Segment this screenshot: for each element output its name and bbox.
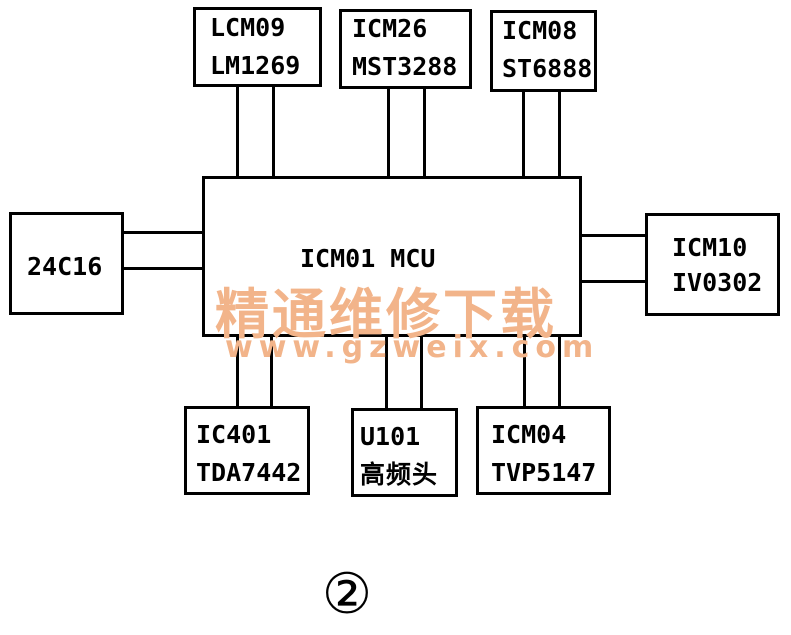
icm26-label-2: MST3288 bbox=[352, 52, 458, 81]
icm10-block bbox=[645, 213, 780, 316]
icm04-block bbox=[476, 406, 611, 495]
icm26-label-1: ICM26 bbox=[352, 14, 428, 43]
icm26-block bbox=[339, 9, 472, 89]
ic401-label-1: IC401 bbox=[196, 420, 272, 449]
watermark-url: www.gzweix.com bbox=[225, 330, 600, 365]
mcu-label: ICM01 MCU bbox=[300, 244, 436, 273]
wire-u101-b bbox=[420, 335, 423, 411]
lcm09-label-1: LCM09 bbox=[210, 13, 286, 42]
icm08-label-2: ST6888 bbox=[502, 54, 593, 83]
icm04-label-2: TVP5147 bbox=[491, 458, 597, 487]
eeprom-24c16-block bbox=[9, 212, 124, 315]
icm08-label-1: ICM08 bbox=[502, 16, 578, 45]
wire-24c16-b bbox=[122, 267, 204, 270]
u101-label-2: 高频头 bbox=[360, 460, 439, 489]
wire-icm08-b bbox=[558, 89, 561, 178]
wire-icm04-a bbox=[523, 335, 526, 409]
eeprom-24c16-label: 24C16 bbox=[27, 252, 103, 281]
wire-icm10-a bbox=[579, 234, 647, 237]
lcm09-label-2: LM1269 bbox=[210, 51, 301, 80]
wire-ic401-b bbox=[270, 335, 273, 409]
mcu-block bbox=[202, 176, 582, 337]
wire-lcm09-b bbox=[272, 84, 275, 178]
wire-ic401-a bbox=[236, 335, 239, 409]
wire-u101-a bbox=[385, 335, 388, 411]
u101-block bbox=[351, 408, 458, 497]
icm10-label-1: ICM10 bbox=[672, 233, 748, 262]
wire-icm04-b bbox=[558, 335, 561, 409]
ic401-label-2: TDA7442 bbox=[196, 458, 302, 487]
icm04-label-1: ICM04 bbox=[491, 420, 567, 449]
wire-icm10-b bbox=[579, 280, 647, 283]
watermark-chinese: 精通维修下载 bbox=[215, 283, 557, 346]
lcm09-block bbox=[193, 7, 322, 87]
wire-lcm09-a bbox=[236, 84, 239, 178]
ic401-block bbox=[184, 406, 310, 495]
wire-icm26-a bbox=[387, 86, 390, 178]
figure-number: ② bbox=[321, 562, 373, 627]
wire-24c16-a bbox=[122, 231, 204, 234]
icm10-label-2: IV0302 bbox=[672, 268, 763, 297]
icm08-block bbox=[490, 10, 597, 92]
wire-icm08-a bbox=[522, 89, 525, 178]
wire-icm26-b bbox=[423, 86, 426, 178]
u101-label-1: U101 bbox=[360, 422, 421, 451]
